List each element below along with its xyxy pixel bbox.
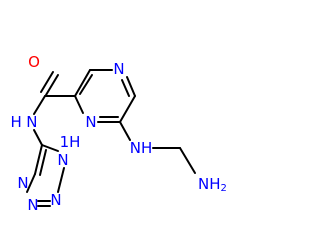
atom-tetrazole-n-right: N — [50, 191, 61, 209]
bond-tz-5b — [39, 149, 47, 176]
atom-tetrazole-nh: N — [57, 151, 68, 169]
bond-ring-1 — [74, 69, 91, 97]
bond-tz-5 — [34, 144, 43, 175]
bond-tz-4 — [26, 173, 36, 193]
bonds — [26, 69, 196, 207]
pyrazine-n-mid-symbol: N — [85, 113, 96, 131]
atom-labels: O NH N N NH N 1H N N N NH2 — [11, 53, 227, 214]
tetrazole-n-right-symbol: N — [50, 191, 61, 209]
bond-tz-1 — [41, 144, 59, 152]
tetrazole-h: 1H — [60, 133, 81, 151]
tetrazole-n-bottom-symbol: N — [27, 196, 38, 214]
tetrazole-n-left-symbol: N — [17, 174, 28, 192]
terminal-amine-subscript: 2 — [221, 183, 227, 194]
atom-pyrazine-n-top: N — [113, 60, 124, 78]
atom-oxygen: O — [28, 53, 40, 71]
bond-ring-1b — [79, 74, 93, 95]
bond-tz-2 — [57, 167, 65, 193]
bond-ring-3 — [126, 76, 136, 97]
bond-ring-nh — [119, 121, 131, 141]
atom-amine-nh: NH — [130, 139, 153, 157]
bond-c-o-1 — [40, 71, 54, 93]
tetrazole-n-symbol: N — [57, 151, 68, 169]
structure-svg: O NH N N NH N 1H N N N NH2 — [11, 53, 227, 214]
amine-n-symbol: N — [130, 139, 141, 157]
atom-pyrazine-n-mid: N — [85, 113, 96, 131]
bond-ring-4 — [119, 95, 136, 123]
bond-c-nh — [33, 95, 46, 115]
atom-amide-nh: NH — [11, 113, 38, 131]
oxygen-symbol: O — [28, 53, 40, 71]
atom-tetrazole-h: 1H — [60, 133, 81, 151]
bond-nh-tetrazole — [33, 129, 43, 146]
atom-tetrazole-n-bottom: N — [27, 196, 38, 214]
terminal-amine-symbol: NH — [198, 175, 221, 193]
atom-terminal-amine: NH2 — [198, 175, 227, 194]
molecule-diagram: O NH N N NH N 1H N N N NH2 — [10, 53, 227, 214]
bond-ring-3b — [121, 79, 130, 97]
bond-ch2-ch2 — [179, 147, 196, 174]
amide-h: H — [11, 113, 22, 131]
amide-n-symbol: N — [26, 113, 37, 131]
bond-ring-6 — [74, 95, 84, 114]
pyrazine-n-top-symbol: N — [113, 60, 124, 78]
atom-tetrazole-n-left: N — [17, 174, 28, 192]
amine-h: H — [141, 139, 152, 157]
bond-c-o-2 — [45, 74, 59, 96]
